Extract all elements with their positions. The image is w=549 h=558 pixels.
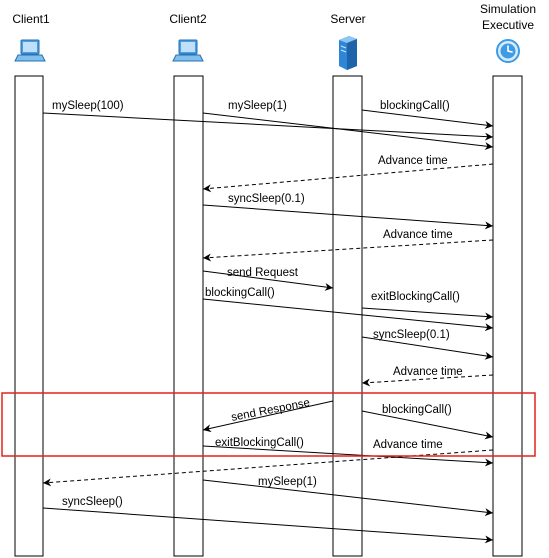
laptop-icon xyxy=(172,39,204,62)
message-arrow: mySleep(1) xyxy=(202,100,494,151)
clock-icon xyxy=(496,39,520,63)
message-arrow: exitBlockingCall() xyxy=(202,437,494,467)
message-label: Advance time xyxy=(383,229,453,241)
server-icon xyxy=(339,36,357,70)
message-label: exitBlockingCall() xyxy=(371,291,460,303)
message-label: Advance time xyxy=(378,155,448,167)
message-arrow: send Response xyxy=(202,397,334,433)
message-arrow: Advance time xyxy=(202,229,494,262)
message-label: Advance time xyxy=(373,439,443,451)
message-label: Advance time xyxy=(393,366,463,378)
message-arrow: mySleep(100) xyxy=(42,100,494,141)
message-label: send Request xyxy=(227,267,299,279)
message-label: syncSleep() xyxy=(62,496,123,508)
laptop-icon xyxy=(14,39,46,62)
message-arrow: mySleep(1) xyxy=(202,476,494,517)
message-label: blockingCall() xyxy=(380,100,450,112)
actor-label-sim-line2: Executive xyxy=(482,18,534,32)
message-label: exitBlockingCall() xyxy=(215,437,304,449)
actor-label-client2: Client2 xyxy=(169,12,207,26)
message-label: send Response xyxy=(230,397,311,424)
message-arrow: exitBlockingCall() xyxy=(361,291,494,321)
message-arrow: syncSleep(0.1) xyxy=(202,193,494,230)
message-label: mySleep(100) xyxy=(52,100,124,112)
message-label: syncSleep(0.1) xyxy=(373,329,450,341)
actor-label-sim-line1: Simulation xyxy=(480,2,536,16)
lifeline-client1 xyxy=(14,75,44,557)
message-arrow: Advance time xyxy=(42,439,494,487)
lifeline-sim xyxy=(492,75,523,557)
message-arrow: send Request xyxy=(202,267,334,291)
message-label: blockingCall() xyxy=(205,287,275,299)
message-arrow: blockingCall() xyxy=(202,287,494,332)
highlight-box xyxy=(1,392,536,457)
lifeline-server xyxy=(332,75,363,557)
message-arrow: Advance time xyxy=(202,155,494,193)
message-arrow: blockingCall() xyxy=(361,404,494,440)
message-arrow: syncSleep() xyxy=(42,496,494,544)
message-arrow: blockingCall() xyxy=(361,100,494,130)
message-label: mySleep(1) xyxy=(228,100,287,112)
actor-label-client1: Client1 xyxy=(12,12,50,26)
message-label: syncSleep(0.1) xyxy=(228,193,305,205)
message-arrow: Advance time xyxy=(361,366,494,387)
message-label: mySleep(1) xyxy=(258,476,317,488)
message-arrow: syncSleep(0.1) xyxy=(361,329,494,360)
message-label: blockingCall() xyxy=(382,404,452,416)
lifeline-client2 xyxy=(173,75,204,557)
actor-label-server: Server xyxy=(330,12,365,26)
